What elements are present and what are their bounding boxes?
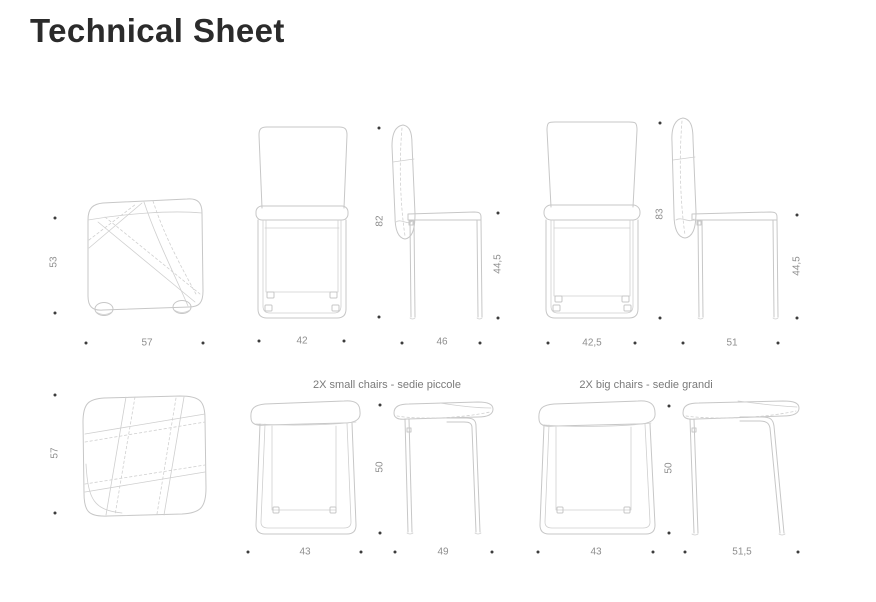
dim-big-stool-height: 50 <box>663 462 675 474</box>
dimension-dot <box>478 341 482 345</box>
dimension-dot <box>651 550 655 554</box>
dimension-dot <box>377 315 381 319</box>
dimension-dot <box>633 341 637 345</box>
dimension-dot <box>393 550 397 554</box>
dim-pouf-top-side: 57 <box>49 447 61 459</box>
dimension-dot <box>795 213 799 217</box>
dimension-dot <box>490 550 494 554</box>
dim-big-chair-depth: 51 <box>726 337 738 349</box>
big-chair-side-view-drawing <box>671 117 779 320</box>
dimension-dot <box>246 550 250 554</box>
big-stool-front-view-drawing <box>538 400 656 535</box>
dim-small-chair-height: 82 <box>374 215 386 227</box>
dimension-dot <box>53 393 57 397</box>
dimension-dot <box>795 316 799 320</box>
small-chair-side-view-drawing <box>391 124 483 320</box>
big-stool-side-view-drawing <box>682 400 800 536</box>
dim-big-stool-width: 43 <box>590 546 602 558</box>
dimension-dot <box>84 341 88 345</box>
dim-small-chair-seat-height: 44,5 <box>492 254 504 274</box>
dim-small-chair-depth: 46 <box>436 336 448 348</box>
dimension-dot <box>658 121 662 125</box>
pouf-front-view-drawing <box>87 198 204 316</box>
dimension-dot <box>377 126 381 130</box>
dimension-dot <box>53 511 57 515</box>
small-stool-front-view-drawing <box>250 400 361 535</box>
caption-small-chairs: 2X small chairs - sedie piccole <box>313 379 461 391</box>
dim-small-stool-width: 43 <box>299 546 311 558</box>
dimension-dot <box>400 341 404 345</box>
dimension-dot <box>776 341 780 345</box>
dimension-dot <box>536 550 540 554</box>
dimension-dot <box>658 316 662 320</box>
dimension-dot <box>496 316 500 320</box>
dim-pouf-front-width: 57 <box>141 337 153 349</box>
dim-big-chair-height: 83 <box>654 208 666 220</box>
dim-small-stool-depth: 49 <box>437 546 449 558</box>
dimension-dot <box>359 550 363 554</box>
dimension-dot <box>53 216 57 220</box>
dimension-dot <box>796 550 800 554</box>
dimension-dot <box>681 341 685 345</box>
pouf-top-view-drawing <box>82 395 207 517</box>
dimension-dot <box>667 531 671 535</box>
dimension-dot <box>667 404 671 408</box>
dim-small-stool-height: 50 <box>374 461 386 473</box>
dimension-dot <box>378 403 382 407</box>
big-chair-front-view-drawing <box>543 121 641 319</box>
page-title: Technical Sheet <box>30 12 285 49</box>
dim-big-chair-width: 42,5 <box>582 337 602 349</box>
dimension-dot <box>342 339 346 343</box>
dimension-dot <box>546 341 550 345</box>
dimension-dot <box>683 550 687 554</box>
dimension-dot <box>257 339 261 343</box>
small-stool-side-view-drawing <box>393 401 494 535</box>
dimension-dot <box>378 531 382 535</box>
dim-small-chair-width: 42 <box>296 335 308 347</box>
dimension-dot <box>496 211 500 215</box>
caption-big-chairs: 2X big chairs - sedie grandi <box>579 379 713 391</box>
dim-big-chair-seat-height: 44,5 <box>791 256 803 276</box>
small-chair-front-view-drawing <box>255 126 349 319</box>
dim-pouf-front-height: 53 <box>48 256 60 268</box>
dim-big-stool-depth: 51,5 <box>732 546 752 558</box>
dimension-dot <box>201 341 205 345</box>
dimension-dot <box>53 311 57 315</box>
